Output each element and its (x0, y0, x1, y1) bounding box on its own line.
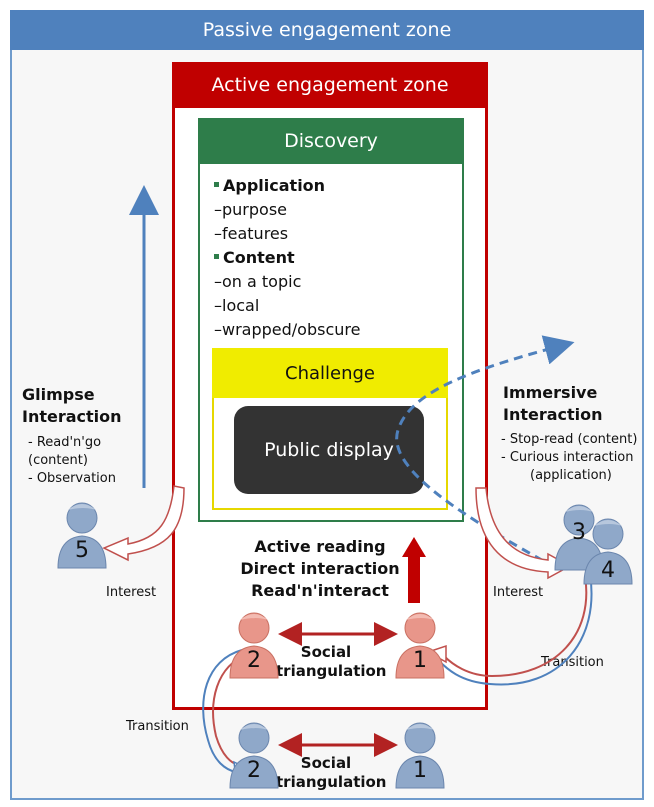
social-label-active: Social (300, 643, 352, 661)
person-1-passive: 1 (392, 720, 448, 790)
active-zone-title: Active engagement zone (172, 62, 488, 108)
challenge-title: Challenge (212, 348, 448, 398)
read-n-interact-label: Read'n'interact (251, 581, 389, 600)
triangulation-label-passive: triangulation (276, 773, 387, 791)
discovery-item-features: –features (214, 224, 289, 243)
person-5: 5 (54, 500, 110, 570)
immersive-line-3: (application) (530, 468, 612, 483)
person-1-active-number: 1 (413, 648, 427, 673)
social-label-passive: Social (300, 754, 352, 772)
discovery-item-topic: –on a topic (214, 272, 302, 291)
person-2-active: 2 (226, 610, 282, 680)
discovery-item-local: –local (214, 296, 260, 315)
glimpse-line-1: - Read'n'go (28, 435, 102, 450)
interest-label-right: Interest (493, 585, 544, 600)
active-up-arrow-shaft (408, 555, 420, 603)
passive-zone-title: Passive engagement zone (10, 10, 644, 50)
person-2-active-number: 2 (247, 648, 261, 673)
public-display: Public display (234, 406, 424, 494)
person-5-number: 5 (75, 538, 89, 563)
immersive-line-2: - Curious interaction (501, 450, 634, 465)
discovery-title: Discovery (198, 118, 464, 164)
interest-arrow-left (102, 485, 185, 562)
glimpse-title-1: Glimpse (22, 385, 95, 404)
person-2-passive-number: 2 (247, 758, 261, 783)
triangulation-label-active: triangulation (276, 662, 387, 680)
discovery-item-application: Application (214, 174, 325, 198)
glimpse-line-3: - Observation (28, 471, 116, 486)
active-reading-label: Active reading (254, 537, 386, 556)
discovery-item-purpose: –purpose (214, 200, 287, 219)
transition-label-left: Transition (126, 719, 189, 734)
transition-arrow-right (437, 573, 593, 686)
person-4: 4 (580, 516, 636, 586)
immersive-title-1: Immersive (503, 383, 598, 402)
person-1-passive-number: 1 (413, 758, 427, 783)
discovery-item-content: Content (214, 246, 295, 270)
glimpse-line-2: (content) (28, 453, 88, 468)
direct-interaction-label: Direct interaction (240, 559, 400, 578)
interest-label-left: Interest (106, 585, 157, 600)
person-3-number: 3 (572, 520, 586, 545)
person-2-passive: 2 (226, 720, 282, 790)
immersive-title-2: Interaction (503, 405, 603, 424)
immersive-line-1: - Stop-read (content) (501, 432, 638, 447)
active-up-arrow-head (402, 537, 426, 557)
person-4-number: 4 (601, 558, 615, 583)
person-1-active: 1 (392, 610, 448, 680)
transition-label-right: Transition (541, 655, 604, 670)
discovery-item-wrapped: –wrapped/obscure (214, 320, 361, 339)
glimpse-title-2: Interaction (22, 407, 122, 426)
dashed-exit-arrow (395, 335, 575, 570)
transition-arrow-left (202, 649, 243, 773)
